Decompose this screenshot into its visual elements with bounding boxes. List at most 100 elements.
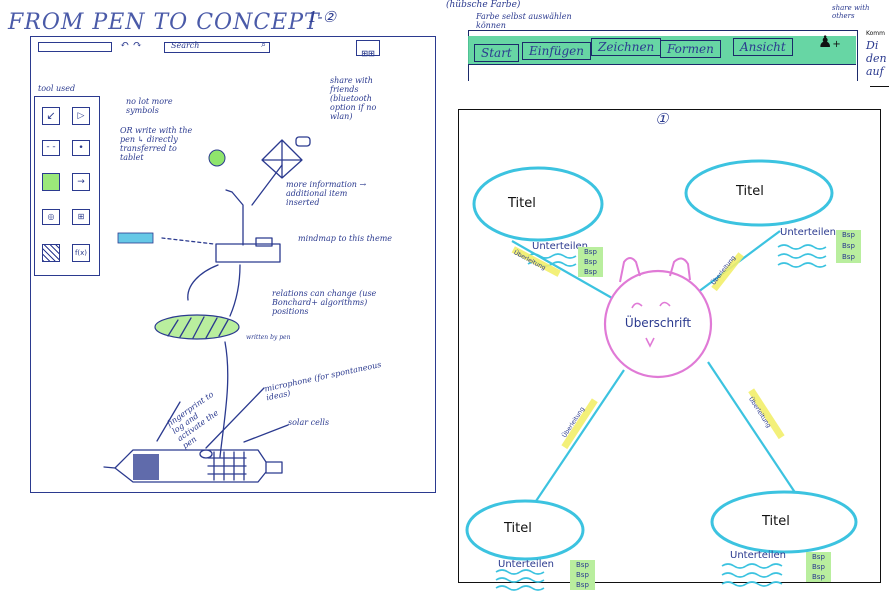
example: Bsp — [570, 560, 595, 570]
node-tl-subtitle: Unterteilen — [532, 241, 588, 252]
connector-tl — [511, 240, 613, 299]
example: Bsp — [578, 257, 603, 267]
center-node — [603, 269, 713, 379]
example: Bsp — [836, 230, 861, 241]
side-comment-4: auf — [866, 65, 884, 78]
hatched-ellipse — [154, 314, 240, 340]
arrow-left-curve — [187, 264, 219, 301]
example: Bsp — [836, 252, 861, 263]
node-tr-subtitle: Unterteilen — [780, 227, 836, 238]
write-note: OR write with the pen ↳ directly transfe… — [120, 126, 193, 162]
connector-br — [707, 361, 805, 507]
tool-hatch[interactable] — [42, 244, 60, 262]
center-box — [215, 243, 281, 263]
toolbar-blank-field[interactable] — [38, 42, 112, 52]
arrow-right-curve — [229, 264, 241, 317]
written-note: written by pen — [246, 334, 291, 341]
tool-dot[interactable]: • — [72, 140, 90, 156]
node-bl-shape — [465, 499, 585, 561]
tool-arrow-shape[interactable]: ▷ — [72, 107, 90, 125]
side-comment-1: Komm — [866, 30, 885, 37]
tool-ellipse[interactable]: ◎ — [42, 209, 60, 225]
node-tr-examples: Bsp Bsp Bsp — [836, 230, 861, 263]
example: Bsp — [806, 572, 831, 582]
tools-heading: tool used — [38, 84, 76, 93]
mindmap-canvas — [458, 109, 881, 583]
search-placeholder: Search — [171, 41, 200, 50]
tab-ansicht[interactable]: Ansicht — [733, 38, 793, 56]
node-tl-title: Titel — [508, 196, 536, 211]
mindmap-note: mindmap to this theme — [298, 234, 393, 243]
tool-connector[interactable]: → — [72, 173, 90, 191]
side-comments: Komm Di den auf — [866, 30, 889, 78]
waves-bl — [495, 569, 545, 591]
fingerprint-area — [133, 454, 159, 480]
left-sketch — [103, 136, 311, 483]
center-box-icons — [255, 237, 273, 247]
tablet-frame — [30, 36, 436, 493]
small-tag-shape — [295, 136, 311, 147]
pen-body — [114, 449, 267, 483]
example: Bsp — [836, 241, 861, 252]
tool-pen[interactable]: ↙ — [42, 107, 60, 125]
ribbon-bottom-line — [870, 86, 889, 87]
share-with-others-note: share with others — [832, 4, 870, 20]
waves-tr — [777, 244, 827, 268]
example: Bsp — [570, 580, 595, 590]
search-icon: ⌕ — [260, 40, 266, 50]
node-tl-examples: Bsp Bsp Bsp — [578, 247, 603, 277]
search-field[interactable]: Search ⌕ — [164, 40, 270, 53]
page-title: FROM PEN TO CONCEPT — [8, 10, 320, 35]
diamond-shape — [261, 139, 303, 179]
node-bl-title: Titel — [504, 521, 532, 536]
green-node-shape — [208, 149, 226, 167]
node-tr-title: Titel — [736, 184, 764, 199]
example: Bsp — [570, 570, 595, 580]
node-tl-shape — [472, 166, 604, 242]
undo-redo-icons[interactable]: ↶ ↷ — [120, 38, 142, 51]
microphone-circle — [199, 449, 213, 459]
tool-function[interactable]: f(x) — [72, 244, 90, 262]
example: Bsp — [578, 267, 603, 277]
tab-einfuegen[interactable]: Einfügen — [522, 42, 592, 60]
more-info-note: more information → additional item inser… — [286, 180, 367, 207]
share-button[interactable]: ⊞⊞ — [356, 40, 380, 58]
tool-dashed-line[interactable]: - - — [42, 140, 60, 156]
node-bl-subtitle: Unterteilen — [498, 559, 554, 570]
ribbon-underline — [468, 64, 856, 65]
arrow-right-up — [251, 164, 283, 206]
waves-br — [721, 563, 783, 587]
tab-formen[interactable]: Formen — [660, 40, 721, 58]
top-note-1: (hübsche Farbe) — [446, 0, 521, 10]
tab-start[interactable]: Start — [474, 44, 519, 62]
node-bl-examples: Bsp Bsp Bsp — [570, 560, 595, 590]
share-note: share with friends (bluetooth option if … — [330, 76, 377, 121]
page-marker: ① — [655, 110, 669, 128]
top-note-2: Farbe selbst auswählen können — [476, 12, 572, 30]
example: Bsp — [806, 562, 831, 572]
side-comment-3: den — [866, 52, 887, 65]
center-label: Überschrift — [624, 316, 692, 330]
node-br-examples: Bsp Bsp Bsp — [806, 552, 831, 582]
solar-grid — [207, 451, 247, 481]
tool-grid[interactable]: ⊞ — [72, 209, 90, 225]
example: Bsp — [806, 552, 831, 562]
share-users-icon[interactable]: ♟+ — [818, 32, 841, 51]
page-number: 1-② — [308, 8, 337, 26]
arrow-up — [225, 189, 244, 246]
connector-bl — [529, 369, 625, 511]
tool-color-fill[interactable] — [42, 173, 60, 191]
center-ear-left — [619, 257, 641, 283]
side-comment-2: Di — [866, 39, 879, 52]
node-br-subtitle: Unterteilen — [730, 550, 786, 561]
tools-panel — [34, 96, 100, 276]
pen-link — [219, 341, 229, 458]
example: Bsp — [578, 247, 603, 257]
center-ear-right — [669, 257, 691, 281]
dashed-link — [161, 237, 215, 245]
blue-node-shape — [117, 232, 154, 244]
relations-note: relations can change (use Bonchard+ algo… — [272, 289, 377, 316]
solar-note: solar cells — [288, 418, 330, 427]
share-icon: ⊞⊞ — [361, 49, 375, 58]
